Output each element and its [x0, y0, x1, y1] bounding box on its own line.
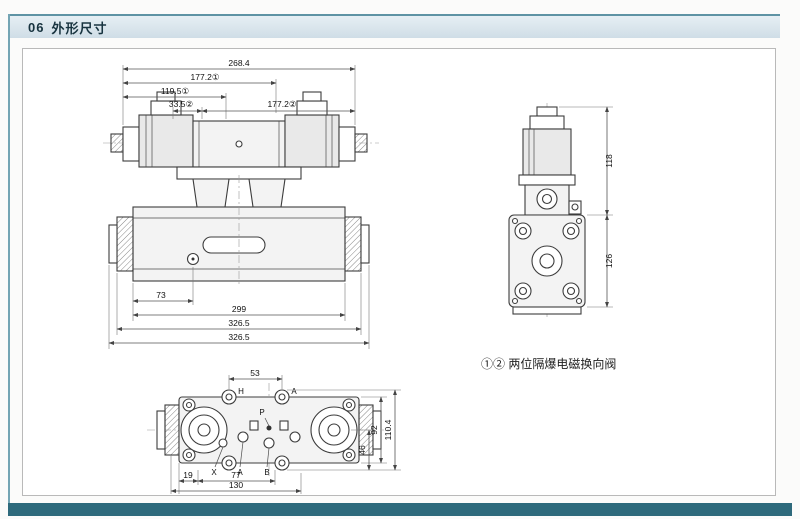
- dim-77: 77: [231, 470, 241, 480]
- port-label-a-top: A: [291, 387, 297, 396]
- side-view-drawing: 118 126: [508, 103, 614, 317]
- dim-width-33-5: 33.5②: [169, 99, 194, 109]
- port-label-h: H: [238, 387, 244, 396]
- dim-130: 130: [229, 480, 243, 490]
- dim-92: 92: [369, 425, 379, 435]
- top-view-parts: [147, 383, 391, 479]
- dim-126: 126: [604, 254, 614, 268]
- port-label-x: X: [211, 468, 217, 477]
- section-header: 06 外形尺寸: [10, 14, 780, 38]
- dim-299: 299: [232, 304, 246, 314]
- dim-118: 118: [604, 154, 614, 168]
- port-label-b: B: [264, 468, 269, 477]
- dim-73: 73: [156, 290, 166, 300]
- side-view-dimensions: 118 126: [559, 106, 614, 308]
- dim-19: 19: [183, 470, 193, 480]
- front-view-parts: [103, 91, 379, 285]
- drawing-area: 268.4 177.2① 119.5① 33.5② 177.2② 73 299 …: [22, 48, 776, 496]
- dim-326-5-b: 326.5: [228, 332, 250, 342]
- dim-326-5-a: 326.5: [228, 318, 250, 328]
- dim-53: 53: [250, 368, 260, 378]
- solenoid-coil-side: [522, 128, 572, 176]
- top-view-labels: H A X A B P: [211, 387, 297, 477]
- dim-width-177-1: 177.2①: [191, 72, 220, 82]
- dim-overall-width: 268.4: [228, 58, 250, 68]
- left-border-line: [8, 14, 10, 506]
- dim-width-177-2: 177.2②: [268, 99, 297, 109]
- dim-46: 46: [357, 445, 367, 455]
- legend-note: ①② 两位隔爆电磁换向阀: [481, 357, 617, 371]
- front-view-drawing: 268.4 177.2① 119.5① 33.5② 177.2② 73 299 …: [103, 58, 379, 349]
- top-view-dimensions: 53 46 92 110.4 19: [170, 368, 401, 494]
- port-label-a: A: [237, 468, 243, 477]
- side-view-parts: [508, 103, 586, 317]
- right-solenoid-coil: [284, 114, 340, 168]
- bottom-border-bar: [8, 503, 792, 516]
- top-view-drawing: H A X A B P 53 46 92: [147, 368, 401, 494]
- section-number: 06: [28, 19, 45, 35]
- front-view-dimensions: 268.4 177.2① 119.5① 33.5② 177.2② 73 299 …: [108, 58, 370, 349]
- left-solenoid-coil: [138, 114, 194, 168]
- port-label-p: P: [259, 408, 264, 417]
- section-title: 外形尺寸: [51, 20, 108, 36]
- dim-width-119-5: 119.5①: [161, 86, 190, 96]
- dim-110-4: 110.4: [383, 419, 393, 440]
